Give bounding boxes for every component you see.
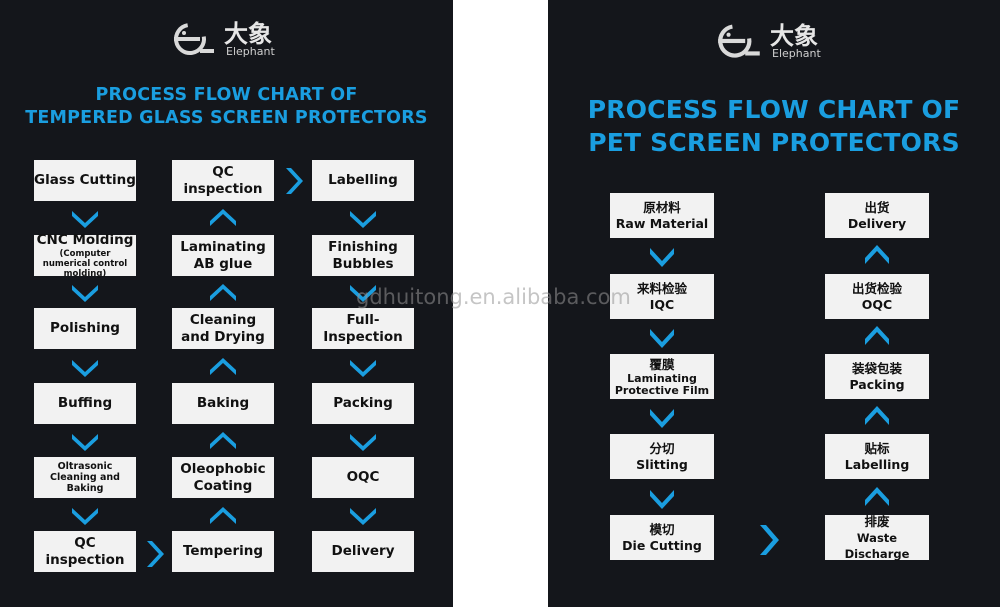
chevron-up-icon [865, 487, 889, 506]
right-title-line2: PET SCREEN PROTECTORS [588, 128, 960, 157]
chevron-up-icon [865, 326, 889, 345]
step-finishing-bubbles: Finishing Bubbles [312, 235, 414, 276]
chevron-right-icon [760, 525, 779, 555]
step-laminating-ab-glue: Laminating AB glue [172, 235, 274, 276]
chevron-down-icon [72, 211, 98, 228]
chevron-up-icon [865, 245, 889, 264]
chevron-down-icon [350, 285, 376, 302]
step-ultrasonic-cleaning: Oltrasonic Cleaning and Baking [34, 457, 136, 498]
chevron-down-icon [650, 409, 674, 428]
chevron-up-icon [210, 358, 236, 375]
elephant-logo-icon [174, 23, 214, 55]
step-delivery: Delivery [312, 531, 414, 572]
step-full-inspection: Full-Inspection [312, 308, 414, 349]
chevron-down-icon [650, 490, 674, 509]
left-title-line2: TEMPERED GLASS SCREEN PROTECTORS [25, 108, 428, 128]
step-qc-inspection-2: QC inspection [172, 160, 274, 201]
chevron-down-icon [350, 211, 376, 228]
brand-name-cn: 大象 [770, 22, 818, 50]
step-labelling: Labelling [312, 160, 414, 201]
step-glass-cutting: Glass Cutting [34, 160, 136, 201]
chevron-down-icon [72, 508, 98, 525]
step-cnc-molding: CNC Molding (Computer numerical control … [34, 232, 136, 279]
chevron-right-icon [147, 541, 164, 567]
elephant-logo-icon [718, 24, 760, 58]
chevron-down-icon [72, 360, 98, 377]
chevron-down-icon [350, 434, 376, 451]
chevron-down-icon [350, 508, 376, 525]
step-oleophobic-coating: Oleophobic Coating [172, 457, 274, 498]
brand-name-en: Elephant [772, 47, 821, 60]
brand-name-en: Elephant [226, 45, 275, 58]
step-baking: Baking [172, 383, 274, 424]
chevron-up-icon [210, 432, 236, 449]
chevron-up-icon [865, 406, 889, 425]
chevron-down-icon [72, 434, 98, 451]
chevron-up-icon [210, 209, 236, 226]
right-title-line1: PROCESS FLOW CHART OF [587, 95, 961, 124]
right-chart-title: PROCESS FLOW CHART OF PET SCREEN PROTECT… [548, 93, 1000, 159]
pet-panel: 大象 Elephant PROCESS FLOW CHART OF PET SC… [548, 0, 1000, 607]
cnc-molding-subtitle: (Computer numerical control molding) [42, 249, 128, 279]
left-title-line1: PROCESS FLOW CHART OF [95, 85, 358, 105]
brand-logo: 大象 Elephant [714, 24, 821, 60]
chevron-up-icon [210, 507, 236, 524]
step-polishing: Polishing [34, 308, 136, 349]
step-qc-inspection-1: QC inspection [34, 531, 136, 572]
step-laminating-film: 覆膜 Laminating Protective Film [610, 354, 714, 399]
brand-logo: 大象 Elephant [170, 22, 275, 58]
watermark: gdhuitong.en.alibaba.com [356, 285, 631, 309]
tempered-glass-panel: 大象 Elephant PROCESS FLOW CHART OF TEMPER… [0, 0, 453, 607]
chevron-down-icon [650, 248, 674, 267]
step-packing: Packing [312, 383, 414, 424]
chevron-down-icon [650, 329, 674, 348]
chevron-right-icon [286, 168, 303, 194]
chevron-down-icon [72, 285, 98, 302]
step-tempering: Tempering [172, 531, 274, 572]
chevron-down-icon [350, 360, 376, 377]
step-buffing: Buffing [34, 383, 136, 424]
chevron-up-icon [210, 284, 236, 301]
step-cleaning-drying: Cleaning and Drying [172, 308, 274, 349]
brand-name-cn: 大象 [224, 20, 272, 48]
left-chart-title: PROCESS FLOW CHART OF TEMPERED GLASS SCR… [0, 84, 453, 130]
step-oqc: OQC [312, 457, 414, 498]
